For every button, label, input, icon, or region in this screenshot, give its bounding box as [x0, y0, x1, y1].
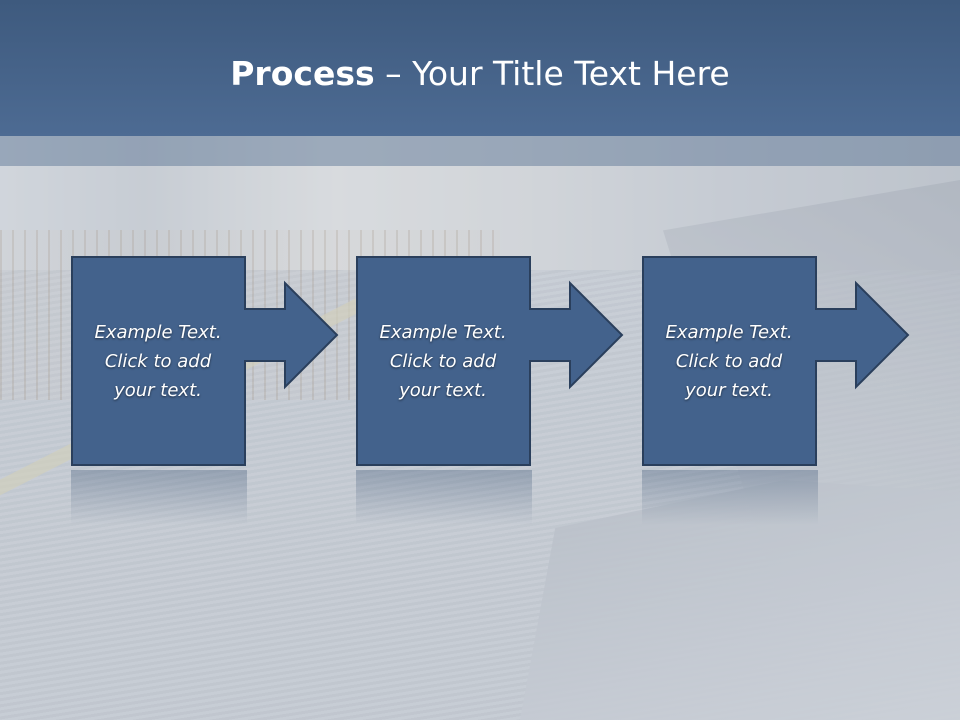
step-arrow-shape: [71, 256, 339, 466]
step-arrow-shape: [356, 256, 624, 466]
step-reflection: [642, 470, 818, 525]
step-text[interactable]: Example Text. Click to add your text.: [665, 321, 793, 401]
step-reflection: [356, 470, 532, 525]
step-text[interactable]: Example Text. Click to add your text.: [94, 321, 222, 401]
slide-title[interactable]: Process – Your Title Text Here: [0, 52, 960, 96]
slide-title-bold: Process: [230, 54, 375, 93]
title-bar: [0, 0, 960, 136]
step-arrow-shape: [642, 256, 910, 466]
step-reflection: [71, 470, 247, 525]
process-step-1[interactable]: Example Text. Click to add your text.: [71, 256, 411, 468]
slide-title-rest: – Your Title Text Here: [374, 54, 730, 93]
process-step-2[interactable]: Example Text. Click to add your text.: [356, 256, 696, 468]
step-text[interactable]: Example Text. Click to add your text.: [379, 321, 507, 401]
title-band: [0, 136, 960, 166]
process-step-3[interactable]: Example Text. Click to add your text.: [642, 256, 960, 468]
